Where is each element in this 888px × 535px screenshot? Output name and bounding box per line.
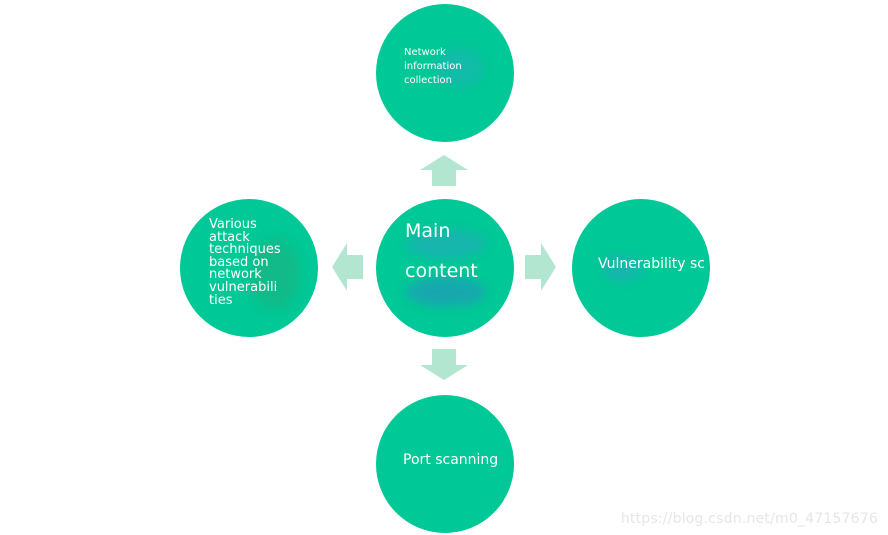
arrow-down-icon bbox=[420, 349, 468, 380]
arrow-left-icon bbox=[332, 243, 363, 291]
arrow-right-icon bbox=[525, 243, 556, 291]
watermark-text: https://blog.csdn.net/m0_47157676 bbox=[620, 511, 878, 527]
node-vulnerability-scanning: Vulnerability sc bbox=[572, 199, 710, 337]
node-label-top: Network information collection bbox=[404, 47, 462, 86]
node-port-scanning: Port scanning bbox=[376, 395, 514, 533]
node-label-right: Vulnerability sc bbox=[598, 256, 705, 272]
node-label-center: Main content bbox=[405, 220, 478, 282]
node-various-attack-techniques: Various attack techniques based on netwo… bbox=[180, 199, 318, 337]
node-network-information-collection: Network information collection bbox=[376, 4, 514, 142]
node-label-left: Various attack techniques based on netwo… bbox=[209, 217, 281, 308]
node-label-bottom: Port scanning bbox=[403, 452, 499, 468]
arrow-up-icon bbox=[420, 155, 468, 186]
node-main-content: Main content bbox=[376, 199, 514, 337]
